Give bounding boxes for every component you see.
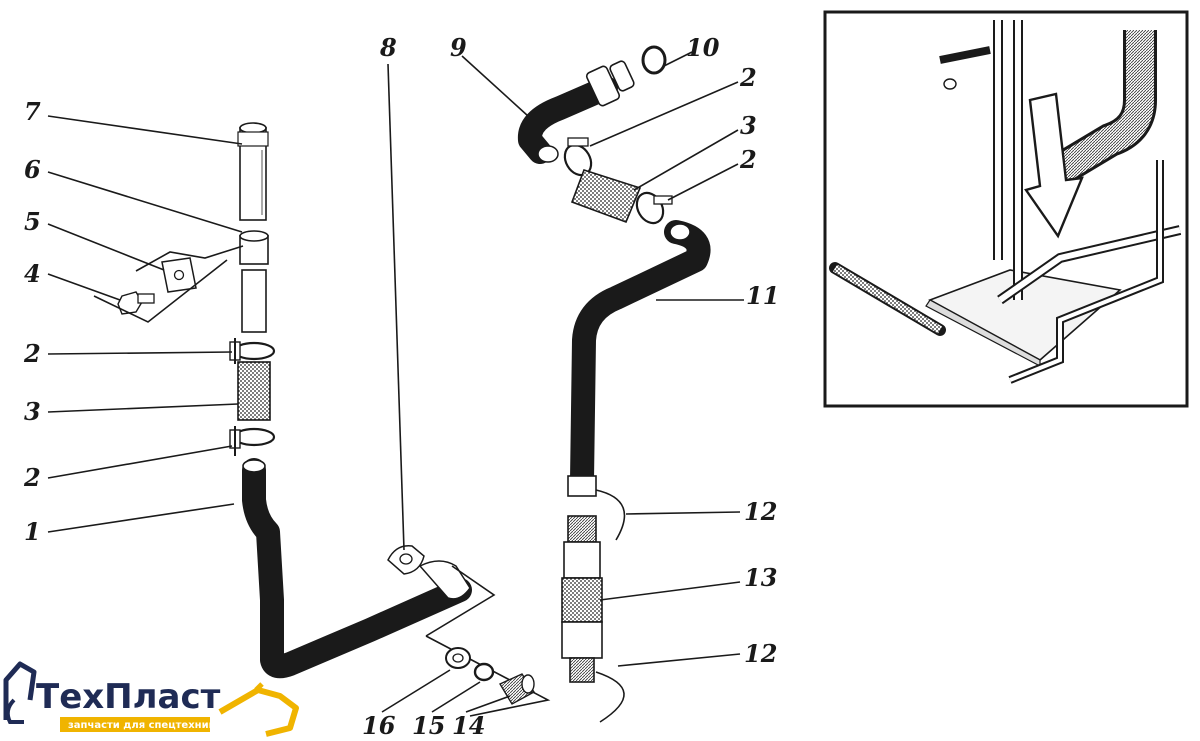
label-6: 6 (24, 155, 41, 184)
part-15-ring (473, 662, 495, 682)
part-5-plate (161, 257, 197, 293)
part-12-wire-lower (595, 671, 625, 723)
brand-subtitle-bar (60, 717, 210, 732)
part-14-plug (498, 673, 536, 705)
part-13-hose-assembly (561, 515, 603, 683)
left-pipe-assembly (93, 122, 551, 717)
short-pipe (241, 269, 267, 333)
brand-name: ТехПласт (36, 677, 221, 717)
part-9-pipe (517, 60, 635, 164)
part-11-pipe (567, 220, 711, 497)
part-8-gasket (387, 545, 425, 575)
label-8: 8 (379, 33, 397, 62)
label-2-lower: 2 (23, 463, 41, 492)
label-7: 7 (24, 97, 41, 126)
part-4-bolt (117, 291, 155, 315)
label-3-left: 3 (24, 397, 41, 426)
label-2-right-lower: 2 (739, 145, 757, 174)
callout-labels: 7 6 5 4 2 3 2 1 8 9 10 2 3 2 11 12 13 12… (23, 33, 779, 740)
part-12-wire-upper (595, 489, 626, 541)
part-1-pipe (242, 458, 472, 679)
label-10: 10 (686, 33, 720, 62)
label-9: 9 (450, 33, 467, 62)
label-12-upper: 12 (744, 497, 777, 526)
label-5: 5 (24, 207, 41, 236)
label-2-upper: 2 (23, 339, 41, 368)
leader-lines (47, 51, 744, 713)
part-6-sleeve (239, 230, 269, 265)
label-2-right-upper: 2 (739, 63, 757, 92)
arrow-icon (1024, 92, 1084, 239)
brand-logo: ТехПласт запчасти для спецтехники (3, 661, 299, 737)
label-3-right: 3 (740, 111, 757, 140)
part-2-clamp-lower (229, 426, 276, 456)
brand-subtitle: запчасти для спецтехники (68, 720, 222, 731)
part-3-hose-right (570, 169, 642, 224)
part-3-hose (237, 361, 271, 421)
label-11: 11 (746, 281, 779, 310)
label-14: 14 (452, 711, 485, 740)
part-16-washer (445, 647, 471, 669)
label-15: 15 (412, 711, 445, 740)
right-pipe-assembly (517, 45, 711, 723)
part-10-ring (641, 45, 667, 75)
part-2-clamp-right-lower (635, 191, 673, 225)
label-16: 16 (362, 711, 396, 740)
label-13: 13 (744, 563, 777, 592)
label-4: 4 (24, 259, 41, 288)
label-12-lower: 12 (744, 639, 777, 668)
part-7-pipe (237, 122, 269, 221)
part-2-clamp-upper (229, 338, 276, 364)
inset-illustration (823, 10, 1189, 408)
label-1: 1 (24, 517, 41, 546)
